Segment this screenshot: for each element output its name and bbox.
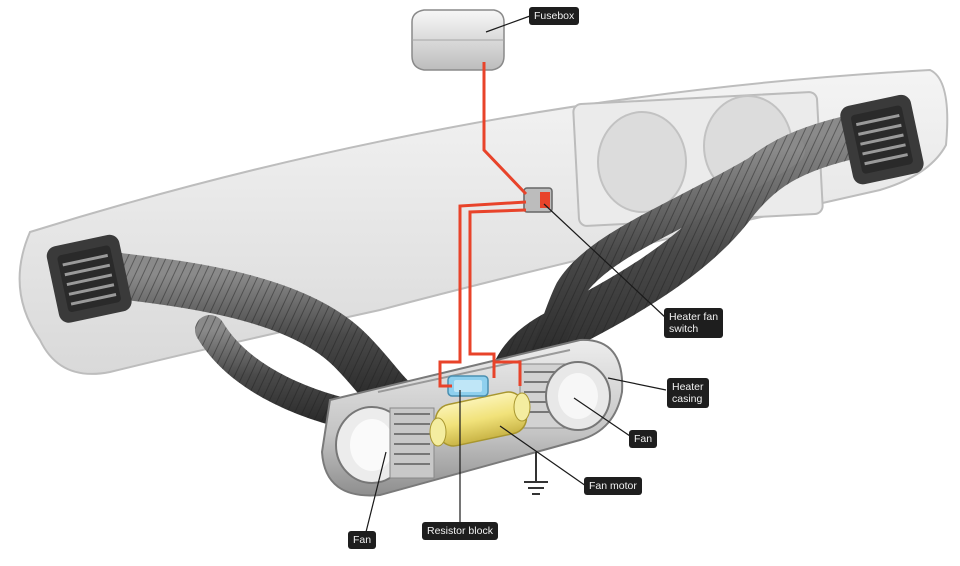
fusebox-text: Fusebox	[534, 10, 575, 22]
label-fan-motor: Fan motor	[584, 477, 642, 495]
heater-fan-switch-text-1: Heater fan	[669, 311, 719, 323]
heater-fan-switch-text-2: switch	[669, 323, 699, 335]
leader-lines	[365, 15, 667, 533]
resistor-block	[447, 375, 489, 397]
fan-right	[519, 361, 611, 431]
gauge-left	[597, 111, 687, 213]
fan-left-text: Fan	[353, 534, 372, 546]
fan-motor-text: Fan motor	[589, 480, 637, 492]
ground-symbol	[524, 452, 548, 495]
label-resistor-block: Resistor block	[422, 522, 498, 540]
resistor-block-text: Resistor block	[427, 525, 493, 537]
wiring	[438, 62, 528, 388]
fan-motor	[429, 391, 531, 447]
fusebox	[411, 9, 505, 71]
heater-casing-text-2: casing	[672, 393, 703, 405]
fan-right-text: Fan	[634, 433, 653, 445]
heater-fan-switch	[523, 187, 553, 213]
heater-casing-text-1: Heater	[672, 381, 704, 393]
left-vent	[46, 234, 132, 323]
label-fan-right: Fan	[629, 430, 658, 448]
right-vent	[840, 94, 924, 185]
fan-left	[335, 406, 435, 484]
label-fusebox: Fusebox	[529, 7, 580, 25]
label-heater-casing: Heater casing	[667, 378, 709, 408]
label-fan-left: Fan	[348, 531, 377, 549]
label-heater-fan-switch: Heater fan switch	[664, 308, 724, 338]
